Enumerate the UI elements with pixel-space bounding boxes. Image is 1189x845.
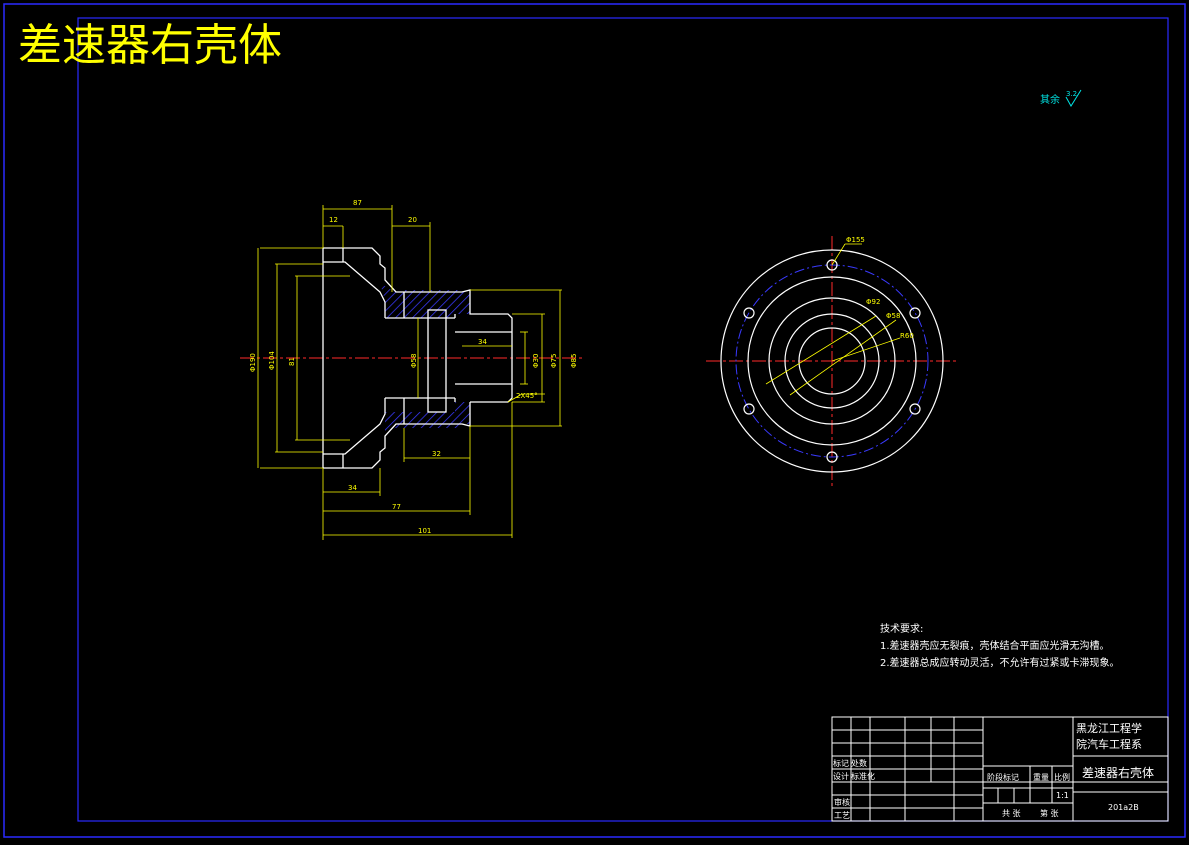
- dim-20: 20: [408, 216, 417, 224]
- title-block: [831, 716, 1169, 822]
- section-inner-cone-bottom: [323, 398, 386, 455]
- section-hatch-lower: [385, 398, 470, 436]
- dim-chamfer: 2X45°: [516, 392, 538, 400]
- tb-process: 工艺: [834, 811, 850, 820]
- tb-school-2: 院汽车工程系: [1076, 737, 1142, 751]
- dim-dia-58: Φ58: [410, 354, 418, 368]
- tb-sheet-no: 第 张: [1040, 808, 1059, 818]
- tb-mark: 标记: [833, 758, 849, 768]
- dim-end-d1: Φ92: [866, 298, 880, 306]
- dim-34b: 34: [348, 484, 357, 492]
- tb-review: 审核: [834, 797, 850, 807]
- dim-12: 12: [329, 216, 338, 224]
- ring-3: [784, 313, 880, 409]
- dim-end-d2: Φ58: [886, 312, 900, 320]
- ring-1: [747, 276, 917, 446]
- ring-2: [768, 297, 896, 425]
- flange-outer: [720, 249, 944, 473]
- technical-notes: 技术要求: 1.差速器壳应无裂痕，壳体结合平面应光滑无沟槽。 2.差速器总成应转…: [880, 622, 1120, 669]
- tb-count: 处数: [851, 758, 867, 768]
- section-outline-top: [323, 247, 513, 403]
- bolt-hole-tl: [743, 307, 755, 319]
- bolt-hole-tr: [909, 307, 921, 319]
- bolt-hole-br: [909, 403, 921, 415]
- tb-weight: 重量: [1033, 772, 1049, 782]
- tb-part-name: 差速器右壳体: [1082, 765, 1154, 780]
- dim-dia-85: Φ85: [570, 354, 578, 368]
- section-groove: [427, 309, 447, 413]
- section-hatch-upper: [380, 283, 470, 318]
- roughness-symbol: 其余 3.2: [1040, 89, 1082, 107]
- dim-hole: Φ155: [846, 236, 865, 244]
- dim-dia-bore: Φ104: [268, 351, 276, 370]
- tb-drawing-no: 201a2B: [1108, 803, 1139, 812]
- ring-4: [798, 327, 866, 395]
- tb-stage-mark: 阶段标记: [987, 772, 1019, 782]
- roughness-value: 3.2: [1066, 90, 1077, 98]
- section-view: 87 12 20 34 32 34 77 101 2X45° Φ190 Φ104…: [240, 199, 585, 540]
- tb-standard: 标准化: [851, 771, 875, 781]
- roughness-note: 其余: [1040, 93, 1060, 106]
- dim-32: 32: [432, 450, 441, 458]
- dim-87: 87: [353, 199, 362, 207]
- bolt-hole-bl: [743, 403, 755, 415]
- notes-line-1: 1.差速器壳应无裂痕，壳体结合平面应光滑无沟槽。: [880, 639, 1110, 652]
- dim-34: 34: [478, 338, 487, 346]
- end-view: Φ155 Φ92 Φ58 R60: [706, 236, 957, 486]
- inner-border: [77, 17, 1169, 822]
- section-outline-bottom: [323, 402, 471, 469]
- dim-dia-30: Φ30: [532, 354, 540, 368]
- dim-dia-inner: 81: [288, 357, 296, 366]
- tb-scale-value: 1:1: [1056, 791, 1069, 800]
- dim-101: 101: [418, 527, 431, 535]
- bolt-hole-bottom: [826, 451, 838, 463]
- notes-heading: 技术要求:: [880, 622, 923, 635]
- tb-design: 设计: [833, 771, 849, 781]
- dim-dia-outer: Φ190: [249, 353, 257, 372]
- dim-77: 77: [392, 503, 401, 511]
- outer-border: [3, 3, 1186, 838]
- drawing-title: 差速器右壳体: [18, 20, 282, 71]
- notes-line-2: 2.差速器总成应转动灵活，不允许有过紧或卡滞现象。: [880, 656, 1120, 669]
- section-inner-cone-top: [323, 261, 386, 318]
- roughness-check-icon: [1065, 89, 1082, 107]
- dim-end-d3: R60: [900, 332, 914, 340]
- tb-school-1: 黑龙江工程学: [1076, 721, 1142, 735]
- dim-dia-75: Φ75: [550, 354, 558, 368]
- tb-sheets-total: 共 张: [1002, 809, 1021, 818]
- bolt-hole-top: [826, 259, 838, 271]
- tb-scale-label: 比例: [1054, 772, 1070, 782]
